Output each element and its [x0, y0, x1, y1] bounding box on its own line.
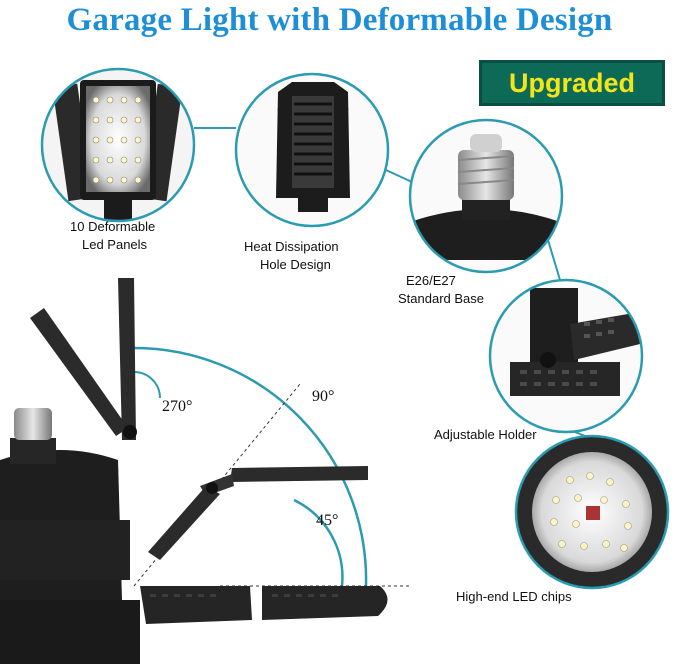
- ring-5: [514, 434, 670, 590]
- label-heat-dissipation: Heat Dissipation Hole Design: [244, 238, 339, 274]
- label-heat-line1: Heat Dissipation: [244, 239, 339, 254]
- angle-270-label: 270°: [162, 398, 193, 415]
- ring-4: [488, 278, 644, 434]
- angle-90-label: 90°: [312, 388, 335, 405]
- label-base-line2: Standard Base: [398, 291, 485, 306]
- label-heat-line2: Hole Design: [260, 257, 331, 272]
- angle-arcs: [133, 346, 410, 587]
- led-chips-closeup: [516, 436, 668, 588]
- label-led-panels-line1: 10 Deformable: [70, 219, 156, 234]
- page-title: Garage Light with Deformable Design: [66, 2, 613, 38]
- angle-45-label: 45°: [316, 512, 339, 529]
- label-standard-base: E26/E27 Standard Base: [398, 272, 484, 308]
- base-closeup: [410, 120, 562, 272]
- holder-closeup: [490, 280, 642, 432]
- label-adjustable-holder: Adjustable Holder: [434, 427, 537, 442]
- label-led-panels-line2: Led Panels: [82, 237, 148, 252]
- heat-dissipation-closeup: [236, 74, 388, 226]
- lamp-illustration: [0, 278, 388, 664]
- label-led-panels: 10 Deformable Led Panels: [70, 218, 155, 254]
- label-base-line1: E26/E27: [406, 273, 456, 288]
- connector-lines: [194, 127, 586, 437]
- ring-1: [40, 67, 196, 223]
- ring-2: [234, 72, 390, 228]
- upgraded-badge: Upgraded: [479, 60, 665, 106]
- led-panel-closeup: [42, 69, 194, 221]
- ring-3: [408, 118, 564, 274]
- label-led-chips: High-end LED chips: [456, 589, 572, 604]
